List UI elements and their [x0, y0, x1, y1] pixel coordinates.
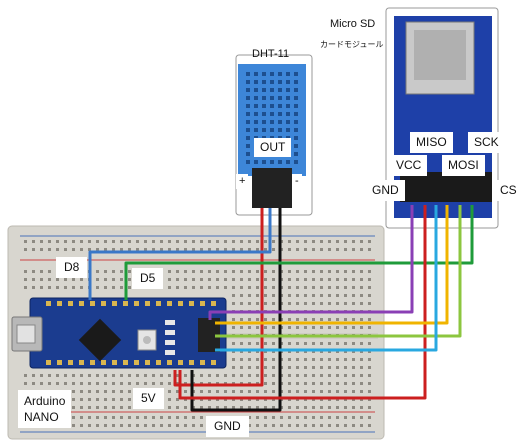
arduino-label: Arduino [24, 394, 66, 408]
sd-gnd-label: GND [366, 180, 405, 201]
arduino-nano-label: Arduino NANO [18, 390, 72, 428]
dht-title: DHT-11 [252, 48, 290, 60]
wire-sd-sck [215, 205, 438, 352]
vcc-label: VCC [390, 155, 428, 176]
cs-label: CS [494, 180, 523, 201]
wire-sd-cs [124, 205, 474, 300]
wire-sd-mosi [215, 205, 462, 338]
sd-title: Micro SD [330, 18, 376, 30]
microchip-icon [78, 318, 122, 362]
usb-connector-icon [11, 316, 43, 352]
d8-label: D8 [56, 257, 88, 278]
dht-minus-label: - [292, 174, 302, 189]
wire-sd-gnd [208, 205, 414, 320]
mosi-label: MOSI [442, 155, 485, 176]
dht11-sensor [235, 54, 313, 216]
d5-label: D5 [132, 268, 164, 289]
sd-card-slot-icon [405, 21, 475, 95]
wires [88, 205, 474, 412]
wire-sd-vcc [178, 205, 427, 400]
dht-out-label: OUT [254, 138, 292, 157]
nano-label: NANO [24, 410, 59, 424]
wire-dht-vcc [173, 208, 264, 387]
arduino-nano-board [11, 297, 227, 369]
wire-dht-gnd [190, 208, 282, 412]
5v-label: 5V [133, 388, 164, 409]
wire-dht-out [88, 208, 272, 300]
sd-subtitle: カードモジュール [320, 40, 384, 49]
reset-button-icon [137, 329, 157, 351]
miso-label: MISO [410, 132, 453, 153]
sck-label: SCK [468, 132, 505, 153]
wire-sd-miso [215, 205, 449, 325]
gnd-bottom-label: GND [206, 416, 249, 437]
micro-sd-module [385, 7, 499, 229]
dht-plus-label: + [236, 174, 249, 189]
